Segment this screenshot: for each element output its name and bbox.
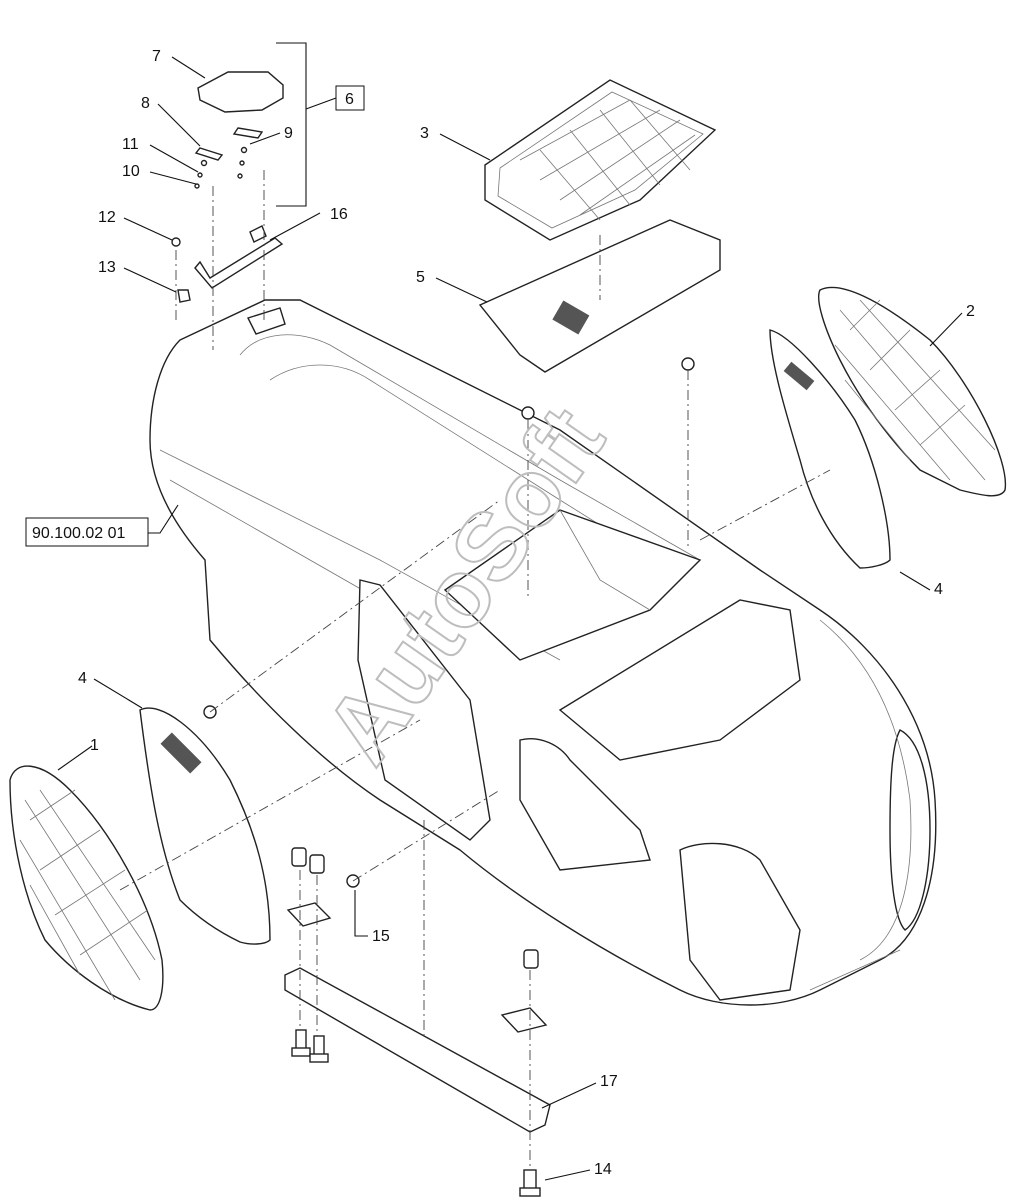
callout-3: 3 [420, 125, 429, 142]
callout-14: 14 [594, 1161, 612, 1178]
callout-10: 10 [122, 163, 140, 180]
handle-part-16 [194, 225, 286, 335]
clip-part-8 [194, 147, 224, 189]
leader-lines [57, 42, 963, 1181]
left-panel-part-4 [139, 707, 271, 945]
reference-box: 90.100.02 01 [25, 517, 149, 547]
callout-2: 2 [966, 303, 975, 320]
callout-11: 11 [122, 136, 139, 153]
callout-12: 12 [98, 209, 116, 226]
bolts-lower-left [291, 1029, 329, 1063]
callout-17: 17 [600, 1073, 618, 1090]
bar-part-17 [284, 967, 551, 1133]
rubber-mount-left [291, 847, 325, 874]
rubber-mount-right [523, 949, 539, 969]
nut-mid [521, 406, 535, 420]
top-grille-part-3 [484, 79, 717, 241]
box-label-6: 6 [335, 85, 365, 111]
callout-1: 1 [90, 737, 99, 754]
callout-4-left: 4 [78, 670, 87, 687]
callout-4-right: 4 [934, 581, 943, 598]
callout-labels: 7 8 11 10 9 12 13 16 3 5 2 4 4 1 15 17 1… [78, 48, 975, 1178]
callout-6: 6 [345, 91, 354, 108]
callout-9: 9 [284, 125, 293, 142]
callout-13: 13 [98, 259, 116, 276]
assembly-center-lines [119, 170, 831, 1170]
callout-8: 8 [141, 95, 150, 112]
callout-7: 7 [152, 48, 161, 65]
callout-16: 16 [330, 206, 348, 223]
callout-15: 15 [372, 928, 390, 945]
hood-body [149, 299, 937, 1006]
right-panel-part-4 [769, 329, 891, 569]
clip-part-9 [232, 127, 264, 179]
fastener-part-12 [171, 237, 181, 247]
cap-part-7 [197, 71, 284, 113]
bracket-plate-left [286, 902, 332, 927]
clamp-part-13 [177, 289, 191, 303]
callout-5: 5 [416, 269, 425, 286]
bolt-part-14 [519, 1169, 541, 1197]
reference-label: 90.100.02 01 [32, 525, 126, 542]
right-grille-part-2 [818, 286, 1007, 497]
nut-right [681, 357, 695, 371]
left-grille-part-1 [9, 765, 164, 1011]
bracket-plate-right [500, 1007, 548, 1033]
